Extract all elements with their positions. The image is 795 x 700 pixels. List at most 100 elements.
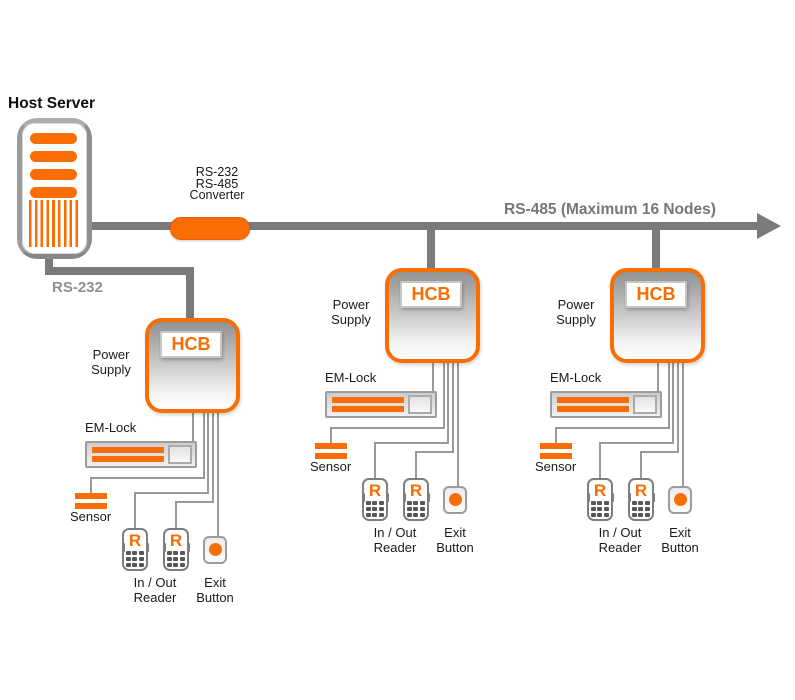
bus-drop-node-2 bbox=[427, 226, 435, 272]
exit-label-line: Button bbox=[661, 540, 699, 555]
em-lock-bar bbox=[92, 447, 164, 453]
sensor-label: Sensor bbox=[310, 459, 352, 474]
converter-box bbox=[170, 217, 250, 240]
reader-letter: R bbox=[409, 481, 423, 500]
em-lock-label: EM-Lock bbox=[85, 420, 137, 435]
reader-label: In / Out Reader bbox=[580, 525, 660, 555]
em-lock-bar bbox=[92, 456, 164, 462]
em-lock-plate bbox=[633, 395, 657, 414]
sensor-bar bbox=[75, 493, 107, 499]
rs232-wire-horizontal bbox=[45, 267, 194, 275]
exit-label-line: Exit bbox=[669, 525, 691, 540]
em-lock bbox=[85, 441, 197, 468]
hcb-node-2: HCB Power Supply EM-Lock Sensor R R bbox=[310, 268, 510, 563]
power-supply-label: Power Supply bbox=[316, 297, 386, 327]
exit-button-label: Exit Button bbox=[427, 525, 483, 555]
sensor-label: Sensor bbox=[70, 509, 112, 524]
rs485-bus-line bbox=[88, 222, 758, 230]
sensor-bar bbox=[75, 503, 107, 509]
out-reader: R bbox=[162, 528, 190, 571]
power-supply-label: Power Supply bbox=[76, 347, 146, 377]
exit-button-dot-icon bbox=[673, 493, 687, 506]
exit-button bbox=[443, 486, 467, 514]
sensor-bar bbox=[540, 453, 572, 459]
rs232-wire-vertical-2 bbox=[186, 267, 194, 320]
hcb-label: HCB bbox=[400, 281, 462, 308]
reader-label-line: In / Out bbox=[598, 525, 642, 540]
sensor-bar bbox=[315, 443, 347, 449]
in-reader: R bbox=[121, 528, 149, 571]
converter-label-line: RS-232 bbox=[195, 165, 239, 179]
power-supply-label: Power Supply bbox=[541, 297, 611, 327]
reader-label-line: In / Out bbox=[373, 525, 417, 540]
hcb-label: HCB bbox=[160, 331, 222, 358]
power-supply-line: Power bbox=[92, 347, 130, 362]
hcb-node-1: HCB Power Supply EM-Lock Sensor R R bbox=[70, 318, 270, 613]
exit-label-line: Button bbox=[436, 540, 474, 555]
em-lock-bar bbox=[557, 397, 629, 403]
exit-label-line: Exit bbox=[204, 575, 226, 590]
em-lock-plate bbox=[408, 395, 432, 414]
em-lock bbox=[550, 391, 662, 418]
reader-letter: R bbox=[169, 531, 183, 550]
server-drive-bar bbox=[30, 133, 77, 144]
power-supply-line: Supply bbox=[331, 312, 371, 327]
out-reader: R bbox=[402, 478, 430, 521]
reader-keypad-icon bbox=[590, 500, 609, 518]
power-supply-line: Supply bbox=[91, 362, 131, 377]
sensor-bar bbox=[540, 443, 572, 449]
reader-keypad-icon bbox=[166, 550, 185, 568]
reader-letter: R bbox=[593, 481, 607, 500]
rs485-arrowhead-icon bbox=[757, 213, 781, 239]
exit-label-line: Button bbox=[196, 590, 234, 605]
reader-letter: R bbox=[368, 481, 382, 500]
sensor-bar bbox=[315, 453, 347, 459]
node-wires bbox=[90, 413, 219, 537]
host-server bbox=[17, 118, 92, 259]
reader-label: In / Out Reader bbox=[115, 575, 195, 605]
sensor bbox=[75, 493, 107, 509]
out-reader: R bbox=[627, 478, 655, 521]
node-wires bbox=[330, 363, 459, 487]
hcb-label: HCB bbox=[625, 281, 687, 308]
em-lock-bar bbox=[557, 406, 629, 412]
node-wires bbox=[555, 363, 684, 487]
reader-label-line: In / Out bbox=[133, 575, 177, 590]
power-supply-line: Supply bbox=[556, 312, 596, 327]
reader-letter: R bbox=[128, 531, 142, 550]
converter-label-line: Converter bbox=[189, 188, 245, 202]
server-drive-bar bbox=[30, 169, 77, 180]
sensor bbox=[540, 443, 572, 459]
reader-letter: R bbox=[634, 481, 648, 500]
em-lock bbox=[325, 391, 437, 418]
reader-label-line: Reader bbox=[598, 540, 642, 555]
exit-button bbox=[203, 536, 227, 564]
server-vent-stripes bbox=[29, 200, 80, 247]
in-reader: R bbox=[361, 478, 389, 521]
hcb-controller: HCB bbox=[385, 268, 480, 363]
em-lock-bar bbox=[332, 406, 404, 412]
sensor bbox=[315, 443, 347, 459]
converter-label: RS-232 RS-485 Converter bbox=[172, 165, 262, 202]
reader-keypad-icon bbox=[125, 550, 144, 568]
exit-button-dot-icon bbox=[208, 543, 222, 556]
reader-keypad-icon bbox=[365, 500, 384, 518]
hcb-node-3: HCB Power Supply EM-Lock Sensor R R bbox=[535, 268, 735, 563]
exit-button-label: Exit Button bbox=[652, 525, 708, 555]
exit-button bbox=[668, 486, 692, 514]
exit-button-label: Exit Button bbox=[187, 575, 243, 605]
bus-drop-node-3 bbox=[652, 226, 660, 272]
power-supply-line: Power bbox=[332, 297, 370, 312]
exit-label-line: Exit bbox=[444, 525, 466, 540]
reader-label-line: Reader bbox=[133, 590, 177, 605]
rs232-label: RS-232 bbox=[52, 279, 103, 296]
server-drive-bar bbox=[30, 187, 77, 198]
host-server-label: Host Server bbox=[8, 95, 96, 112]
em-lock-bar bbox=[332, 397, 404, 403]
in-reader: R bbox=[586, 478, 614, 521]
em-lock-label: EM-Lock bbox=[325, 370, 377, 385]
hcb-controller: HCB bbox=[610, 268, 705, 363]
em-lock-plate bbox=[168, 445, 192, 464]
sensor-label: Sensor bbox=[535, 459, 577, 474]
